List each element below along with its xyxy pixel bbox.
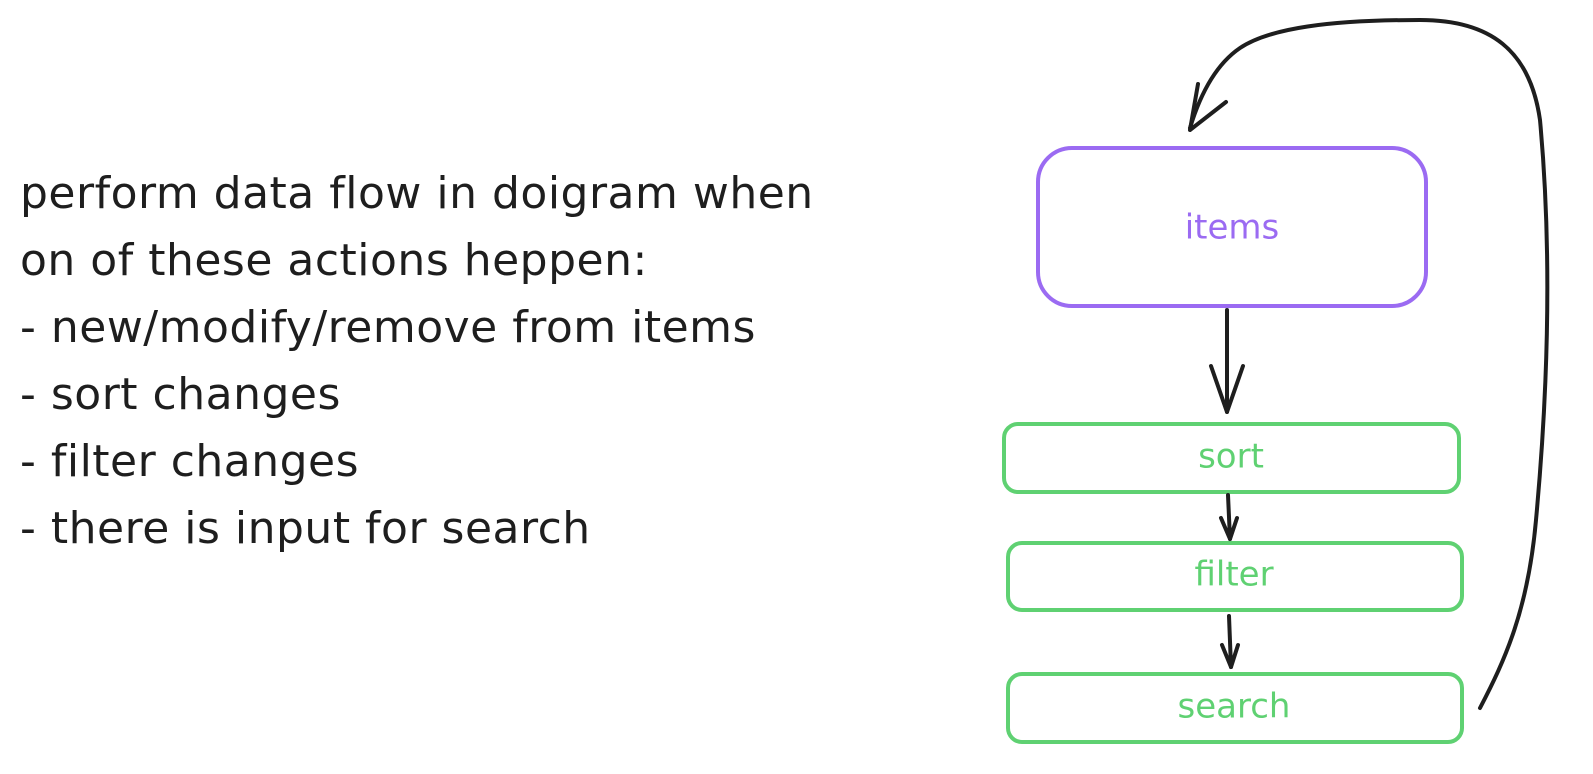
items-node[interactable]: items (1036, 146, 1428, 308)
sort-node-box (1002, 422, 1461, 494)
note-line-3: - new/modify/remove from items (20, 302, 756, 353)
arrow-items-to-sort (1209, 308, 1245, 414)
arrow-filter-to-search (1220, 614, 1240, 669)
filter-node[interactable]: filter (1006, 541, 1464, 612)
note-line-6: - there is input for search (20, 503, 591, 554)
note-line-4: - sort changes (20, 369, 341, 420)
search-node-box (1006, 672, 1464, 744)
notes-text: perform data flow in doigram when on of … (20, 160, 940, 562)
note-line-2: on of these actions heppen: (20, 235, 648, 286)
sort-node-label: sort (1198, 437, 1264, 477)
arrow-search-to-items-loop (1188, 18, 1550, 710)
search-node[interactable]: search (1006, 672, 1464, 744)
note-line-5: - filter changes (20, 436, 360, 487)
filter-node-label: filter (1194, 555, 1273, 595)
search-node-label: search (1178, 687, 1291, 727)
arrow-sort-to-filter (1219, 493, 1239, 541)
sort-node[interactable]: sort (1002, 422, 1461, 494)
filter-node-box (1006, 541, 1464, 612)
note-line-1: perform data flow in doigram when (20, 168, 814, 219)
items-node-box (1036, 146, 1428, 308)
items-node-label: items (1185, 208, 1280, 248)
